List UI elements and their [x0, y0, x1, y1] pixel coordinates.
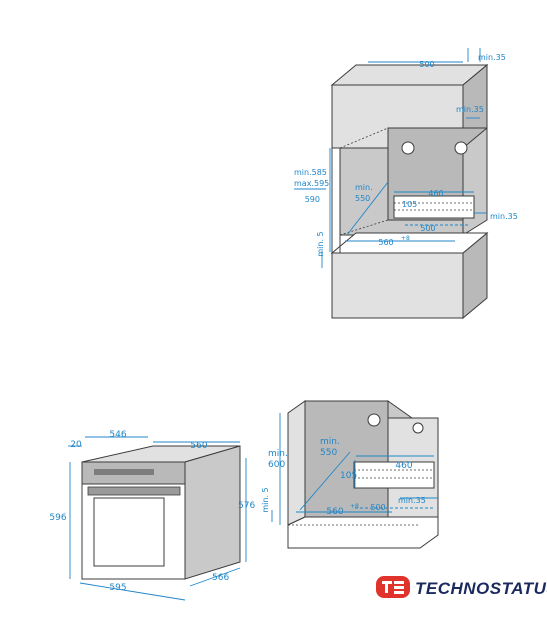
dim-side-gap-right: min.35: [456, 105, 484, 114]
cable-hole-circle: [454, 141, 468, 155]
dim-depth-min-label: min.: [355, 183, 373, 192]
lower-cabinet-front: [331, 252, 464, 319]
dim-inner-width-tol: +8: [401, 235, 410, 242]
dim-inner-width: 560: [378, 238, 393, 247]
dim-height-max: max.595: [294, 179, 329, 188]
vent-hole-circle: [401, 141, 415, 155]
oven-dimensions: 546 20 560 596 576 595 566: [49, 430, 255, 601]
dim-oven-depth: 560: [190, 441, 207, 451]
niche-vent-hole: [367, 413, 381, 427]
dim-base-gap: min. 5: [316, 231, 325, 256]
technostatus-logo: TECHNOSTATUS: [376, 576, 547, 598]
dim-niche-inner-width-tol: +8: [350, 503, 359, 510]
tall-cabinet-installation: 500 min.35 min.35 min.585 max.595 590 mi…: [294, 48, 518, 320]
lower-shelf: [330, 232, 489, 254]
niche-cable-hole: [412, 422, 424, 434]
rear-vent-slot: [393, 195, 475, 219]
upper-cabinet-top: [330, 64, 489, 86]
dim-depth-500: 500: [420, 224, 435, 233]
dim-oven-width-front: 595: [109, 583, 126, 593]
niche-left-panel: [287, 400, 306, 526]
oven-side: [184, 445, 241, 580]
oven-window: [93, 497, 165, 567]
dim-niche-depth-min-label: min.: [320, 437, 340, 447]
niche-base: [287, 516, 439, 549]
dim-top-gap-right: min.35: [478, 53, 506, 62]
dim-niche-height-min-value: 600: [268, 460, 285, 470]
dim-niche-depth-min-value: 550: [320, 448, 337, 458]
dim-oven-panel-width: 546: [109, 430, 126, 440]
dim-vent-height: 105: [402, 200, 417, 209]
dim-niche-vent-height: 105: [340, 471, 357, 481]
dim-niche-vent-width: 460: [395, 461, 412, 471]
dim-top-width: 500: [419, 60, 434, 69]
dim-oven-height-front: 596: [49, 513, 66, 523]
dim-oven-height-side: 576: [238, 501, 255, 511]
brand-name: TECHNOSTATUS: [415, 579, 547, 598]
dim-height-min: min.585: [294, 168, 327, 177]
oven-handle: [87, 486, 181, 496]
dim-depth-min-value: 550: [355, 194, 370, 203]
logo-mark: [376, 576, 410, 598]
dim-vent-width: 460: [428, 189, 443, 198]
dim-niche-base-gap: min. 5: [261, 487, 270, 512]
dim-height-590: 590: [305, 195, 320, 204]
dim-right-bottom-gap: min.35: [490, 212, 518, 221]
dim-niche-inner-width: 560: [326, 507, 343, 517]
dim-oven-side-offset: 20: [70, 440, 82, 450]
oven-display-strip: [94, 469, 154, 475]
under-counter-installation: min. 600 min. 550 460 105 min. 5 560 +8 …: [261, 400, 439, 549]
dim-oven-depth-bottom: 566: [212, 573, 229, 583]
dim-niche-depth-500: 500: [370, 503, 385, 512]
niche-rear-vent: [353, 461, 435, 489]
dim-niche-gap-right: min.35: [398, 496, 426, 505]
dim-niche-height-min-label: min.: [268, 449, 288, 459]
